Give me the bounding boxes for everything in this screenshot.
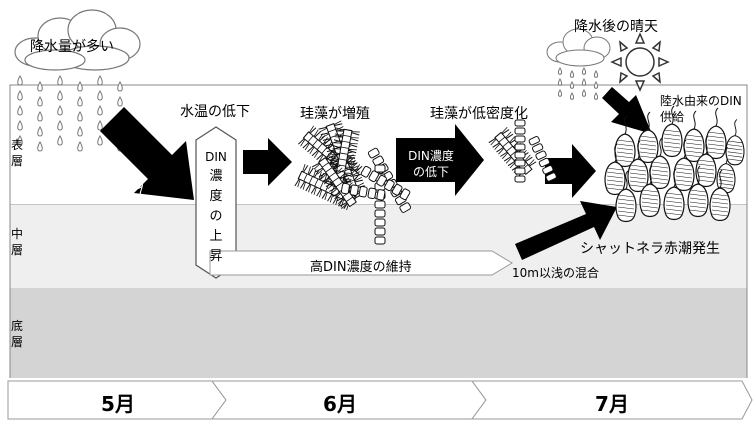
din-rise-char-4: の	[209, 209, 223, 224]
land-din-supply-label: 陸水由来のDIN供給	[660, 94, 742, 124]
din-rise-char-5: 上	[209, 229, 223, 244]
din-rise-char-1: DIN	[205, 150, 227, 164]
sun-icon	[610, 32, 670, 92]
month-june-label: 6月	[323, 392, 357, 416]
raindrops-icon	[17, 75, 123, 152]
diatom-low-density-label: 珪藻が低密度化	[430, 106, 528, 122]
bottom-layer-band	[10, 288, 747, 378]
timeline-july-chevron	[471, 380, 753, 420]
water-temp-drop-label: 水温の低下	[180, 104, 250, 120]
land-water-inflow-arrow	[100, 107, 194, 200]
month-july-label: 7月	[595, 392, 629, 416]
layer-label-surface: 表層	[10, 138, 23, 168]
diatom-increase-label: 珪藻が増殖	[300, 106, 370, 122]
arrow-to-low-density	[396, 124, 484, 196]
layer-label-bottom: 底層	[10, 319, 23, 349]
fine-after-rain-label: 降水後の晴天	[574, 19, 658, 35]
small-rain-cloud-icon	[546, 28, 611, 67]
din-rise-char-3: 度	[209, 189, 223, 204]
arrow-to-red-tide	[545, 144, 596, 198]
chattonella-cells-icon	[604, 105, 745, 223]
din-rise-char-2: 濃	[209, 169, 223, 184]
mixing-arrow	[515, 201, 617, 260]
layer-label-middle: 中層	[10, 227, 23, 257]
din-decrease-label: DIN濃度の低下	[408, 149, 454, 179]
heavy-rain-label: 降水量が多い	[30, 39, 114, 55]
high-din-maintained-arrow	[209, 250, 513, 276]
arrow-to-diatom-bloom	[243, 138, 292, 186]
small-raindrops-icon	[557, 67, 599, 100]
land-din-supply-arrow	[602, 87, 652, 134]
din-rise-char-6: 昇	[209, 249, 223, 264]
high-din-maintained-label: 高DIN濃度の維持	[310, 260, 412, 275]
month-may-label: 5月	[101, 392, 135, 416]
rain-cloud-icon	[14, 9, 141, 71]
mixing-label: 10m以浅の混合	[512, 266, 599, 280]
red-tide-label: シャットネラ赤潮発生	[580, 241, 720, 257]
diatom-cluster-dense-icon	[294, 120, 412, 245]
diatom-cluster-sparse-icon	[488, 119, 557, 183]
